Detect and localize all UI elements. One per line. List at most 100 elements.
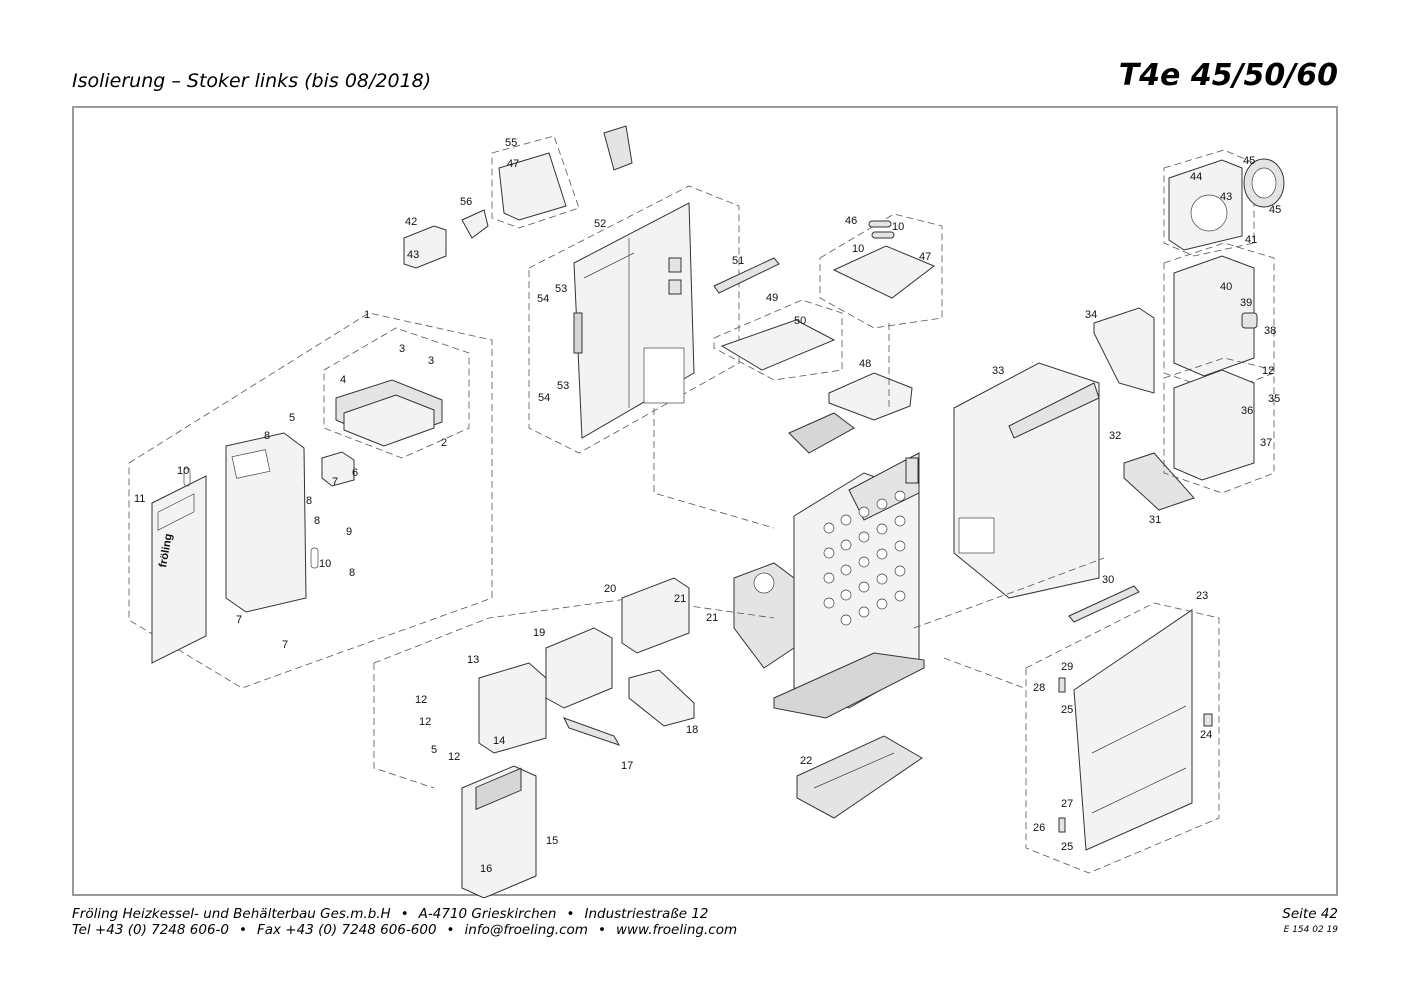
callout-label: 5 [431,744,437,756]
callout-label: 3 [399,343,405,355]
callout-label: 1 [364,309,370,321]
callout-label: 13 [467,654,479,666]
callout-label: 56 [460,196,472,208]
callout-label: 25 [1061,704,1073,716]
callout-label: 50 [794,315,806,327]
callout-label: 23 [1196,590,1208,602]
callout-label: 2 [441,437,447,449]
callout-label: 20 [604,583,616,595]
callout-label: 51 [732,255,744,267]
callout-label: 14 [493,735,505,747]
callout-label: 43 [407,249,419,261]
base-blocks [796,735,923,819]
rear-right-panels [1163,149,1285,494]
callout-label: 18 [686,724,698,736]
company-city: A-4710 Grieskirchen [418,906,557,922]
callout-label: 26 [1033,822,1045,834]
callout-label: 54 [537,293,549,305]
boiler-body [733,412,925,719]
callout-label: 53 [555,283,567,295]
callout-label: 37 [1260,437,1272,449]
callout-label: 48 [859,358,871,370]
exploded-diagram: fröling [128,125,1285,898]
page-number: Seite 42 [1282,906,1338,922]
callout-label: 44 [1190,171,1202,183]
callout-label: 6 [352,467,358,479]
callout-label: 39 [1240,297,1252,309]
callout-label: 24 [1200,729,1212,741]
callout-label: 53 [557,380,569,392]
top-panel-group [403,125,633,269]
callout-label: 19 [533,627,545,639]
boiler-holes [823,490,906,626]
callout-label: 30 [1102,574,1114,586]
callout-label: 55 [505,137,517,149]
side-hood-group [953,307,1195,599]
callout-label: 8 [314,515,320,527]
callout-label: 7 [236,614,242,626]
company-street: Industriestraße 12 [584,906,709,922]
callout-label: 43 [1220,191,1232,203]
callout-label: 33 [992,365,1004,377]
callout-label: 47 [507,158,519,170]
callout-label: 10 [177,465,189,477]
callout-label: 7 [332,476,338,488]
callout-label: 47 [919,251,931,263]
callout-label: 10 [892,221,904,233]
callout-label: 10 [319,558,331,570]
callout-label: 8 [264,430,270,442]
footer-company-line: Fröling Heizkessel- und Behälterbau Ges.… [72,906,709,922]
callout-label: 15 [546,835,558,847]
model-title: T4e 45/50/60 [1118,58,1338,93]
document-number: E 154 02 19 [1283,925,1338,935]
footer-contact-line: Tel +43 (0) 7248 606-0•Fax +43 (0) 7248 … [72,922,738,938]
callout-label: 28 [1033,682,1045,694]
website-link[interactable]: www.froeling.com [615,922,738,938]
callout-label: 12 [415,694,427,706]
page-title: Isolierung – Stoker links (bis 08/2018) [72,70,432,92]
callout-label: 54 [538,392,550,404]
callout-label: 46 [845,215,857,227]
email-link[interactable]: info@froeling.com [464,922,588,938]
callout-label: 22 [800,755,812,767]
callout-label: 12 [419,716,431,728]
callout-labels: 1 2 3 3 4 5 6 7 7 7 8 8 8 8 9 10 10 11 4… [134,137,1281,875]
callout-label: 38 [1264,325,1276,337]
callout-label: 49 [766,292,778,304]
callout-label: 9 [346,526,352,538]
fax: Fax +43 (0) 7248 606-600 [256,922,437,938]
callout-label: 16 [480,863,492,875]
callout-label: 45 [1269,204,1281,216]
stoker-cover-group [373,577,775,898]
side-door-assembly [1025,585,1220,874]
brand-label: fröling [157,533,175,569]
callout-label: 10 [852,243,864,255]
callout-label: 12 [448,751,460,763]
rear-wall-panel [528,185,740,454]
callout-label: 3 [428,355,434,367]
front-door-assembly: fröling [128,312,493,689]
company-name: Fröling Heizkessel- und Behälterbau Ges.… [72,906,391,922]
callout-label: 21 [706,612,718,624]
callout-label: 4 [340,374,346,386]
callout-label: 8 [306,495,312,507]
callout-label: 42 [405,216,417,228]
callout-label: 52 [594,218,606,230]
callout-label: 11 [134,493,145,505]
callout-label: 40 [1220,281,1232,293]
callout-label: 7 [282,639,288,651]
diagram-frame: fröling [72,106,1338,898]
callout-label: 45 [1243,155,1255,167]
callout-label: 8 [349,567,355,579]
callout-label: 31 [1149,514,1161,526]
callout-label: 12 [1262,365,1274,377]
callout-label: 32 [1109,430,1121,442]
cover-panels [713,213,943,421]
callout-label: 36 [1241,405,1253,417]
callout-label: 27 [1061,798,1073,810]
callout-label: 21 [674,593,686,605]
callout-label: 29 [1061,661,1073,673]
callout-label: 35 [1268,393,1280,405]
callout-label: 5 [289,412,295,424]
callout-label: 25 [1061,841,1073,853]
